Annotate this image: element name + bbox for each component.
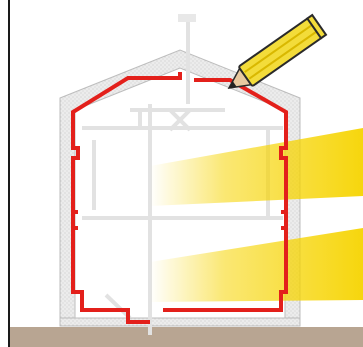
vent-cap (178, 14, 196, 22)
ground (10, 327, 363, 347)
